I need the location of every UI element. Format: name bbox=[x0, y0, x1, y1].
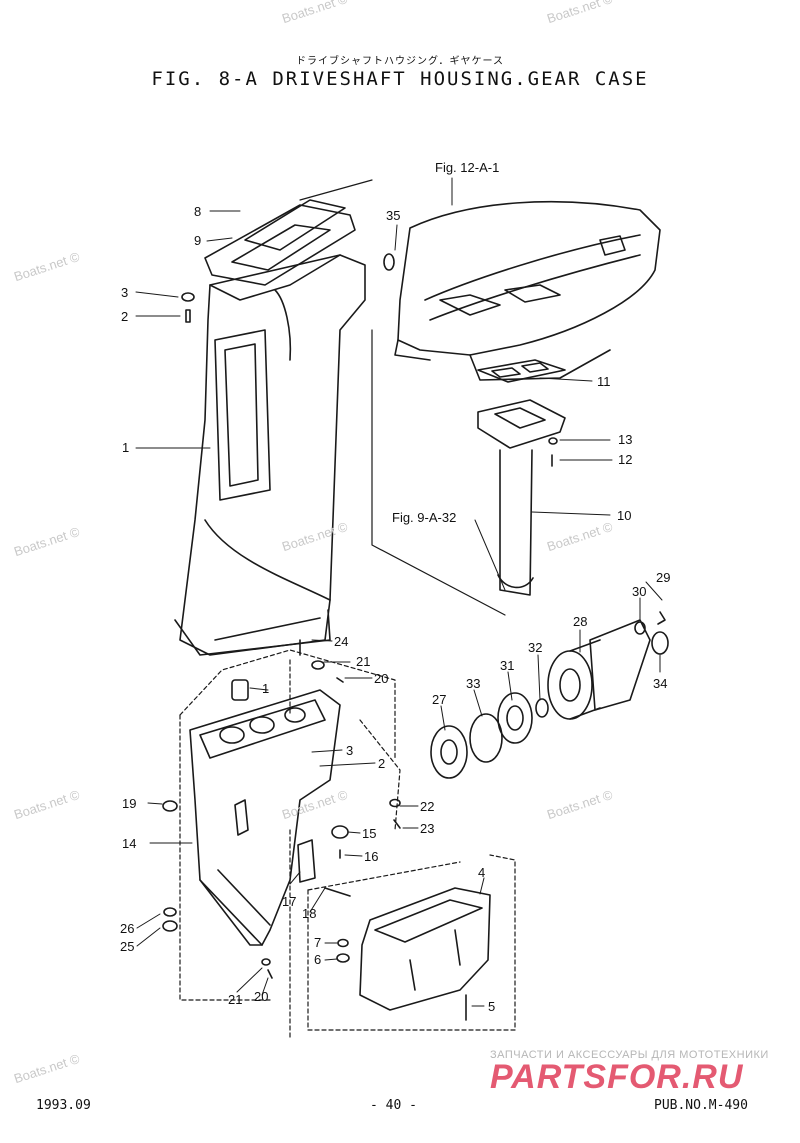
label-34: 34 bbox=[653, 676, 667, 691]
label-28: 28 bbox=[573, 614, 587, 629]
driveshaft-housing bbox=[174, 254, 366, 656]
label-5: 5 bbox=[488, 999, 495, 1014]
label-15: 15 bbox=[362, 826, 376, 841]
leader-lines bbox=[135, 177, 663, 1007]
gear-case bbox=[189, 679, 341, 946]
hardware bbox=[162, 253, 558, 1021]
label-25: 25 bbox=[120, 939, 134, 954]
label-6: 6 bbox=[314, 952, 321, 967]
label-10: 10 bbox=[617, 508, 631, 523]
label-21: 21 bbox=[356, 654, 370, 669]
label-7: 7 bbox=[314, 935, 321, 950]
label-19: 19 bbox=[122, 796, 136, 811]
part-labels: 8 9 3 2 1 35 11 13 12 10 29 30 28 32 31 … bbox=[120, 204, 670, 1014]
footer-page: - 40 - bbox=[370, 1098, 417, 1113]
label-29: 29 bbox=[656, 570, 670, 585]
label-31: 31 bbox=[500, 658, 514, 673]
label-3b: 3 bbox=[346, 743, 353, 758]
label-14: 14 bbox=[122, 836, 136, 851]
label-27: 27 bbox=[432, 692, 446, 707]
label-2b: 2 bbox=[378, 756, 385, 771]
label-4: 4 bbox=[478, 865, 485, 880]
reference-frame bbox=[371, 329, 506, 616]
label-24: 24 bbox=[334, 634, 348, 649]
footer-date: 1993.09 bbox=[36, 1098, 91, 1113]
upper-casing bbox=[394, 200, 661, 381]
promo-text: ЗАПЧАСТИ И АКСЕССУАРЫ ДЛЯ МОТОТЕХНИКИ bbox=[490, 1049, 769, 1061]
bearings bbox=[430, 611, 669, 779]
brand-logo: PARTSFOR.RU bbox=[490, 1058, 744, 1096]
label-8: 8 bbox=[194, 204, 201, 219]
reference-fig-9: Fig. 9-A-32 bbox=[392, 510, 457, 525]
lower-housing bbox=[359, 887, 491, 1011]
figure-title: FIG. 8-A DRIVESHAFT HOUSING.GEAR CASE bbox=[151, 68, 649, 90]
group-outlines bbox=[179, 649, 516, 1041]
label-35: 35 bbox=[386, 208, 400, 223]
label-3: 3 bbox=[121, 285, 128, 300]
label-26: 26 bbox=[120, 921, 134, 936]
label-23: 23 bbox=[420, 821, 434, 836]
label-21b: 21 bbox=[228, 992, 242, 1007]
label-11: 11 bbox=[597, 374, 611, 389]
label-22: 22 bbox=[420, 799, 434, 814]
label-1b: 1 bbox=[262, 681, 269, 696]
label-32: 32 bbox=[528, 640, 542, 655]
label-20: 20 bbox=[374, 671, 388, 686]
label-12: 12 bbox=[618, 452, 632, 467]
label-9: 9 bbox=[194, 233, 201, 248]
label-2: 2 bbox=[121, 309, 128, 324]
footer-pub: PUB.NO.M-490 bbox=[654, 1098, 748, 1113]
label-16: 16 bbox=[364, 849, 378, 864]
label-33: 33 bbox=[466, 676, 480, 691]
label-30: 30 bbox=[632, 584, 646, 599]
reference-fig-12: Fig. 12-A-1 bbox=[435, 160, 500, 175]
gasket-11 bbox=[477, 359, 566, 383]
top-gasket bbox=[204, 199, 356, 286]
label-1: 1 bbox=[122, 440, 129, 455]
label-20b: 20 bbox=[254, 989, 268, 1004]
title-japanese: ドライブシャフトハウジング．ギヤケース bbox=[296, 56, 504, 67]
label-17: 17 bbox=[282, 894, 296, 909]
water-pump bbox=[547, 619, 651, 720]
label-13: 13 bbox=[618, 432, 632, 447]
label-18: 18 bbox=[302, 906, 316, 921]
exhaust-guide-10 bbox=[477, 399, 566, 596]
